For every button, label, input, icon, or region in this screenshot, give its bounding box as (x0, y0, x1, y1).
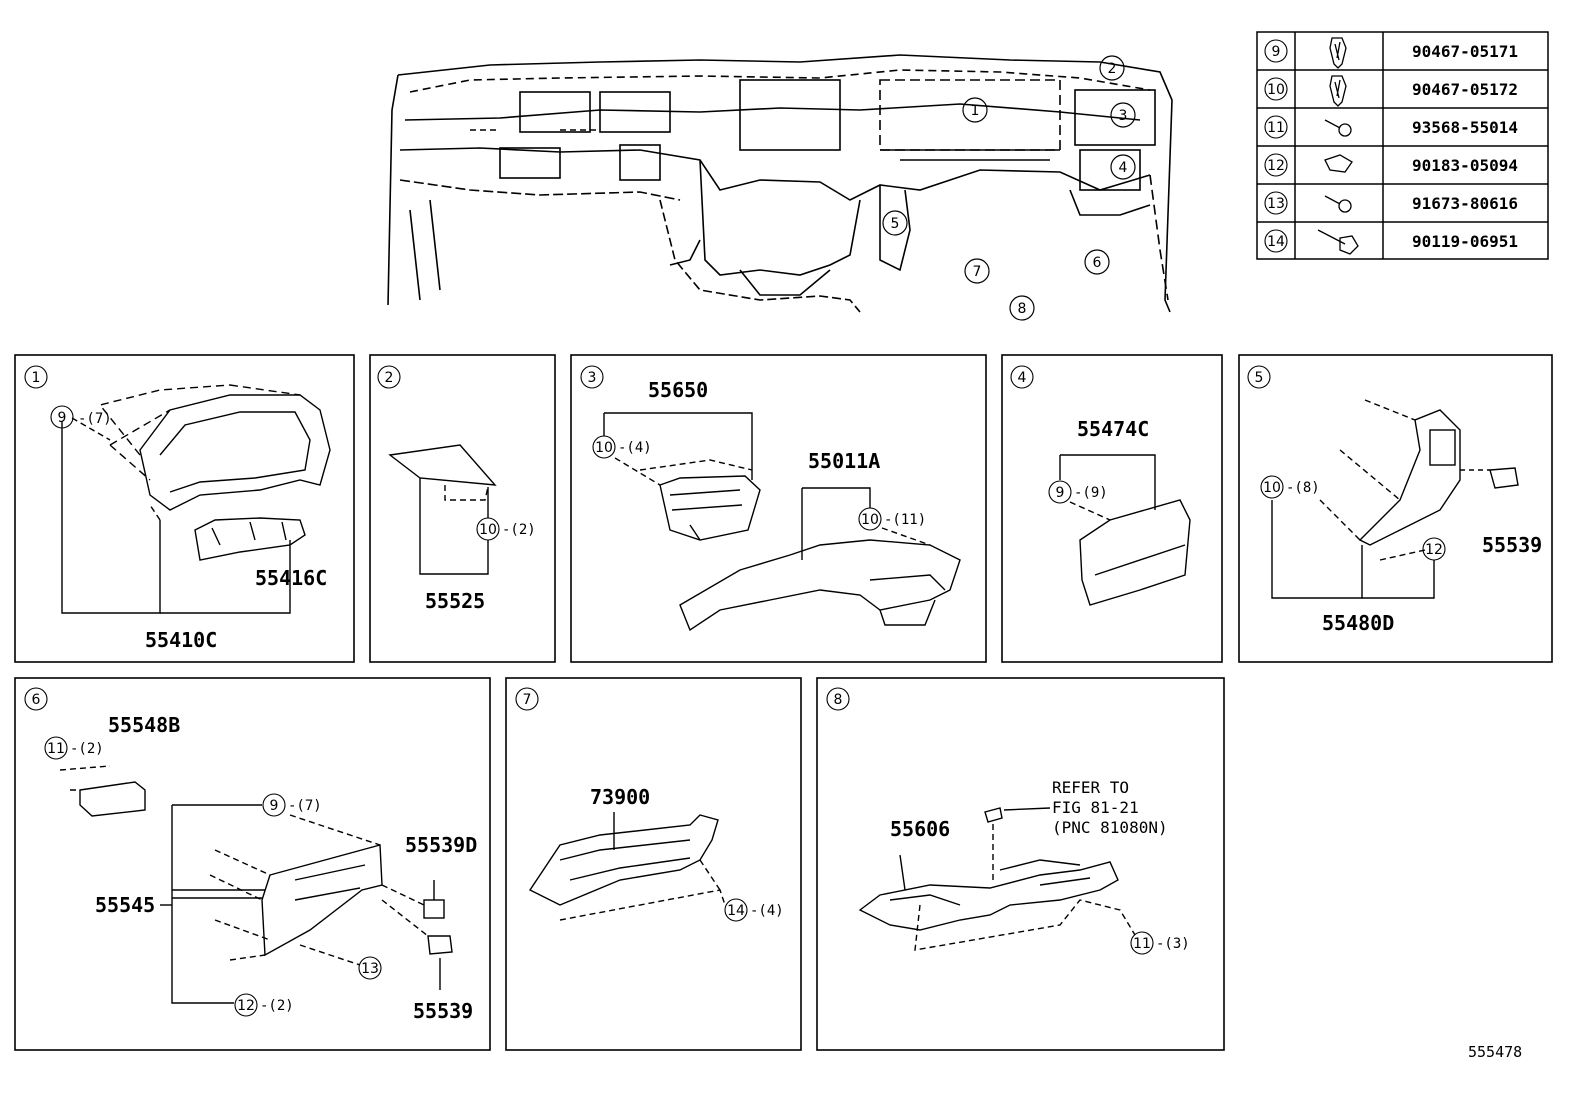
panel-3-clip-a-qty: -(4) (618, 440, 652, 456)
panel-5-nut-ref: 12 (1425, 542, 1443, 558)
panel-5-number: 5 (1255, 370, 1264, 386)
table-part-9: 90467-05171 (1412, 42, 1518, 61)
callout-5: 5 (891, 216, 900, 232)
panel-2-drawing (388, 444, 500, 575)
clip-icon (1329, 37, 1347, 69)
panel-7-bolt-ref: 14 (727, 903, 745, 919)
panel-4-clip-ref: 9 (1056, 485, 1065, 501)
panel-3-clip-a-ref: 10 (595, 440, 613, 456)
panel-2-pnc-55525: 55525 (425, 589, 485, 613)
panel-1-drawing (50, 384, 331, 614)
callout-7: 7 (973, 264, 982, 280)
table-part-14: 90119-06951 (1412, 232, 1518, 251)
panel-8-screw-qty: -(3) (1156, 936, 1190, 952)
table-part-11: 93568-55014 (1412, 118, 1518, 137)
panel-8-pnc-55606: 55606 (890, 817, 950, 841)
panel-6-screw-ref: 11 (47, 741, 65, 757)
panel-1-pnc-55416c: 55416C (255, 566, 327, 590)
panel-7-bolt-qty: -(4) (750, 903, 784, 919)
panel-8-number: 8 (834, 692, 843, 708)
bolt-icon (1317, 229, 1359, 255)
panel-7-number: 7 (523, 692, 532, 708)
table-part-10: 90467-05172 (1412, 80, 1518, 99)
panel-8-refer-line1: REFER TO (1052, 778, 1129, 797)
panel-6-pnc-55548b: 55548B (108, 713, 180, 737)
screw-icon (1324, 119, 1352, 137)
panel-6-screw2-ref: 13 (361, 961, 379, 977)
panel-2-clip-ref: 10 (479, 522, 497, 538)
table-part-13: 91673-80616 (1412, 194, 1518, 213)
panel-1-pnc-55410c: 55410C (145, 628, 217, 652)
panel-6-drawing (44, 736, 453, 1017)
figure-number: 555478 (1468, 1043, 1522, 1061)
callout-6: 6 (1093, 255, 1102, 271)
panel-8-drawing (858, 807, 1154, 955)
table-ref-9: 9 (1272, 44, 1281, 60)
table-ref-12: 12 (1267, 158, 1285, 174)
panel-5-drawing (1260, 399, 1519, 599)
screw-icon (1324, 195, 1352, 213)
callout-8: 8 (1018, 301, 1027, 317)
panel-6-pnc-55545: 55545 (95, 893, 155, 917)
panel-6-nut-qty: -(2) (260, 998, 294, 1014)
callout-1: 1 (971, 103, 980, 119)
panel-8-refer-line2: FIG 81-21 (1052, 798, 1139, 817)
table-ref-10: 10 (1267, 82, 1285, 98)
panel-6-screw-qty: -(2) (70, 741, 104, 757)
panel-frames (14, 354, 1553, 1051)
panel-5-pnc-55480d: 55480D (1322, 611, 1394, 635)
panel-5-clip-ref: 10 (1263, 480, 1281, 496)
panel-5-clip-qty: -(8) (1286, 480, 1320, 496)
panel-3-clip-b-qty: -(11) (884, 512, 926, 528)
nut-icon (1324, 154, 1353, 173)
panel-7-drawing (528, 812, 748, 922)
panel-3-clip-b-ref: 10 (861, 512, 879, 528)
panel-4-clip-qty: -(9) (1074, 485, 1108, 501)
panel-4-drawing (1048, 454, 1191, 606)
table-part-12: 90183-05094 (1412, 156, 1518, 175)
parts-diagram: 1 2 3 4 5 6 7 8 (14, 31, 1553, 1061)
panel-3-drawing (592, 412, 961, 632)
table-ref-11: 11 (1267, 120, 1285, 136)
panel-6-nut-ref: 12 (237, 998, 255, 1014)
instrument-panel-overview (387, 54, 1173, 313)
panel-1-number: 1 (32, 370, 41, 386)
panel-3-pnc-55011a: 55011A (808, 449, 880, 473)
callout-3: 3 (1119, 108, 1128, 124)
panel-3-number: 3 (588, 370, 597, 386)
panel-8-refer-line3: (PNC 81080N) (1052, 818, 1168, 837)
panel-1-clip-qty: -(7) (78, 411, 112, 427)
panel-2-number: 2 (385, 370, 394, 386)
panel-6-number: 6 (32, 692, 41, 708)
panel-6-clip-qty: -(7) (288, 798, 322, 814)
table-ref-13: 13 (1267, 196, 1285, 212)
callout-4: 4 (1119, 160, 1128, 176)
panel-7-pnc-73900: 73900 (590, 785, 650, 809)
panel-3-pnc-55650: 55650 (648, 378, 708, 402)
panel-4-number: 4 (1018, 370, 1027, 386)
overview-callouts (882, 55, 1136, 321)
panel-6-pnc-55539d: 55539D (405, 833, 477, 857)
callout-2: 2 (1108, 61, 1117, 77)
table-ref-14: 14 (1267, 234, 1285, 250)
panel-5-pnc-55539: 55539 (1482, 533, 1542, 557)
panel-6-clip-ref: 9 (270, 798, 279, 814)
panel-1-clip-ref: 9 (58, 410, 67, 426)
panel-4-pnc-55474c: 55474C (1077, 417, 1149, 441)
panel-8-screw-ref: 11 (1133, 936, 1151, 952)
panel-2-clip-qty: -(2) (502, 522, 536, 538)
panel-6-pnc-55539: 55539 (413, 999, 473, 1023)
fastener-table (1256, 31, 1549, 260)
clip-icon (1329, 75, 1347, 107)
